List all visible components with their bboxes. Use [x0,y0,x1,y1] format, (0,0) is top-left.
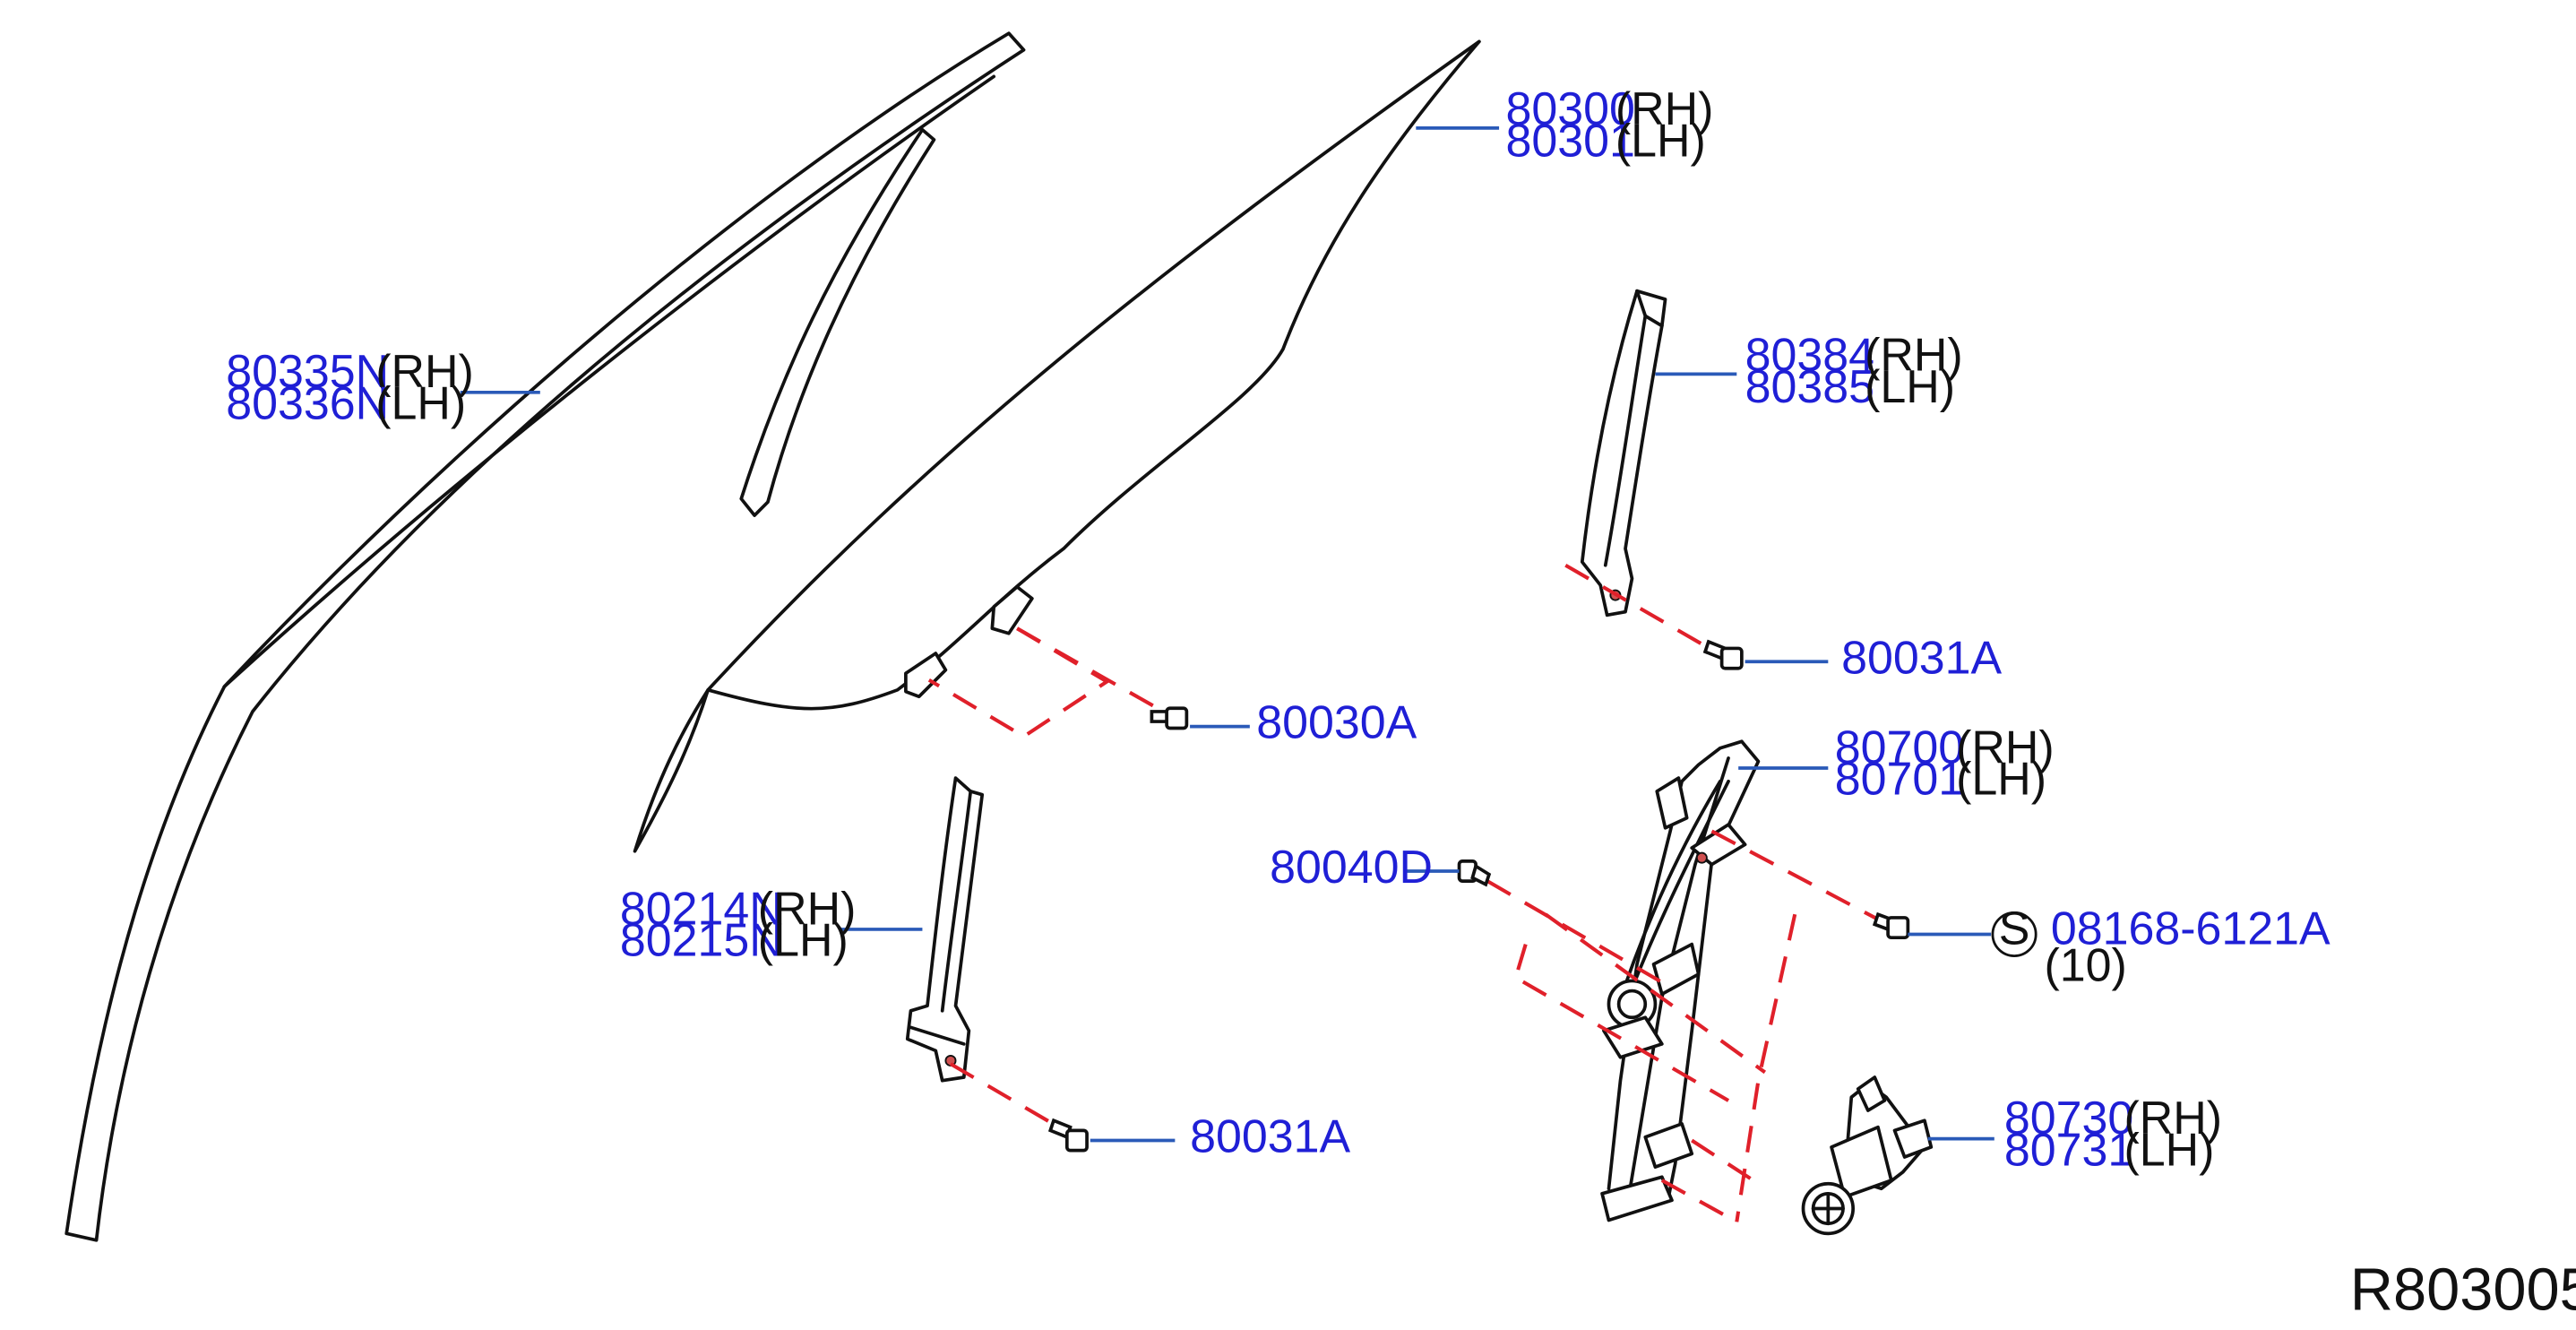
quantity-label: (10) [2044,939,2126,991]
part-number-80214n: 80214N [620,883,783,935]
callout-front-glass-run: 80335N (RH) 80336N (LH) [226,346,474,429]
side-label-lh: (LH) [1956,754,2046,806]
front-sash-dashed-line [949,1062,1060,1129]
callout-door-glass: 80300 (RH) 80301 (LH) [1505,83,1713,167]
side-label-lh: (LH) [758,915,849,967]
part-number-80336n: 80336N [226,377,389,429]
part-number-80030a: 80030A [1256,697,1417,749]
rear-sash-dashed-line [1564,563,1717,653]
glass-bolt-dashed-lines [927,626,1165,739]
callout-motor: 80730 (RH) 80731 (LH) [2004,1092,2222,1176]
side-label-rh: (RH) [1615,83,1714,135]
part-number-08168-6121a: 08168-6121A [2051,903,2330,955]
part-number-80385: 80385 [1745,361,1874,413]
side-label-lh: (LH) [1615,115,1706,167]
part-number-80730: 80730 [2004,1092,2133,1144]
part-number-80700: 80700 [1835,721,1964,773]
bolt-08168-icon [1872,911,1910,940]
part-number-80335n: 80335N [226,346,389,398]
callout-bolt-glass: 80030A [1256,697,1417,749]
part-number-80384: 80384 [1745,330,1874,382]
bolt-80031a-front-icon [1047,1118,1089,1153]
callout-bolt-regulator: 80040D [1270,842,1433,894]
callout-bolt-rear-sash: 80031A [1841,632,2002,684]
front-sash [905,776,985,1083]
bolt-80030a-icon [1150,706,1189,730]
part-number-80031a-front: 80031A [1190,1110,1350,1162]
side-label-rh: (RH) [758,883,857,935]
part-number-80300: 80300 [1505,83,1634,135]
part-number-80215n: 80215N [620,915,783,967]
regulator-motor [1801,1075,1934,1236]
side-label-lh: (LH) [2124,1124,2214,1176]
bolt-80040d-icon [1457,859,1492,887]
bolt-80031a-rear-icon [1702,639,1744,670]
side-label-rh: (RH) [1956,721,2055,773]
part-number-80040d: 80040D [1270,842,1433,894]
part-number-80301: 80301 [1505,115,1634,167]
callout-standard-bolt: S 08168-6121A (10) [1991,903,2330,991]
standard-part-symbol [1991,911,2038,957]
regulator-dashed-lines [1486,829,1879,1224]
standard-part-letter: S [1999,903,2030,955]
diagram-reference-code: R8030052 [2350,1257,2576,1324]
part-number-80701: 80701 [1835,754,1964,806]
side-label-rh: (RH) [2124,1092,2222,1144]
side-label-lh: (LH) [1865,361,1955,413]
callout-front-sash: 80214N (RH) 80215N (LH) [620,883,857,966]
side-label-rh: (RH) [375,346,474,398]
callout-rear-sash: 80384 (RH) 80385 (LH) [1745,330,1963,413]
rear-sash [1580,289,1667,618]
leader-lines [460,126,1994,1143]
part-number-80031a-rear: 80031A [1841,632,2002,684]
window-regulator [1600,739,1761,1222]
side-label-lh: (LH) [375,377,466,429]
callout-regulator: 80700 (RH) 80701 (LH) [1835,721,2055,805]
callout-bolt-front-sash: 80031A [1190,1110,1350,1162]
front-glass-run-channel [65,31,1026,1242]
part-number-80731: 80731 [2004,1124,2133,1176]
side-label-rh: (RH) [1865,330,1963,382]
